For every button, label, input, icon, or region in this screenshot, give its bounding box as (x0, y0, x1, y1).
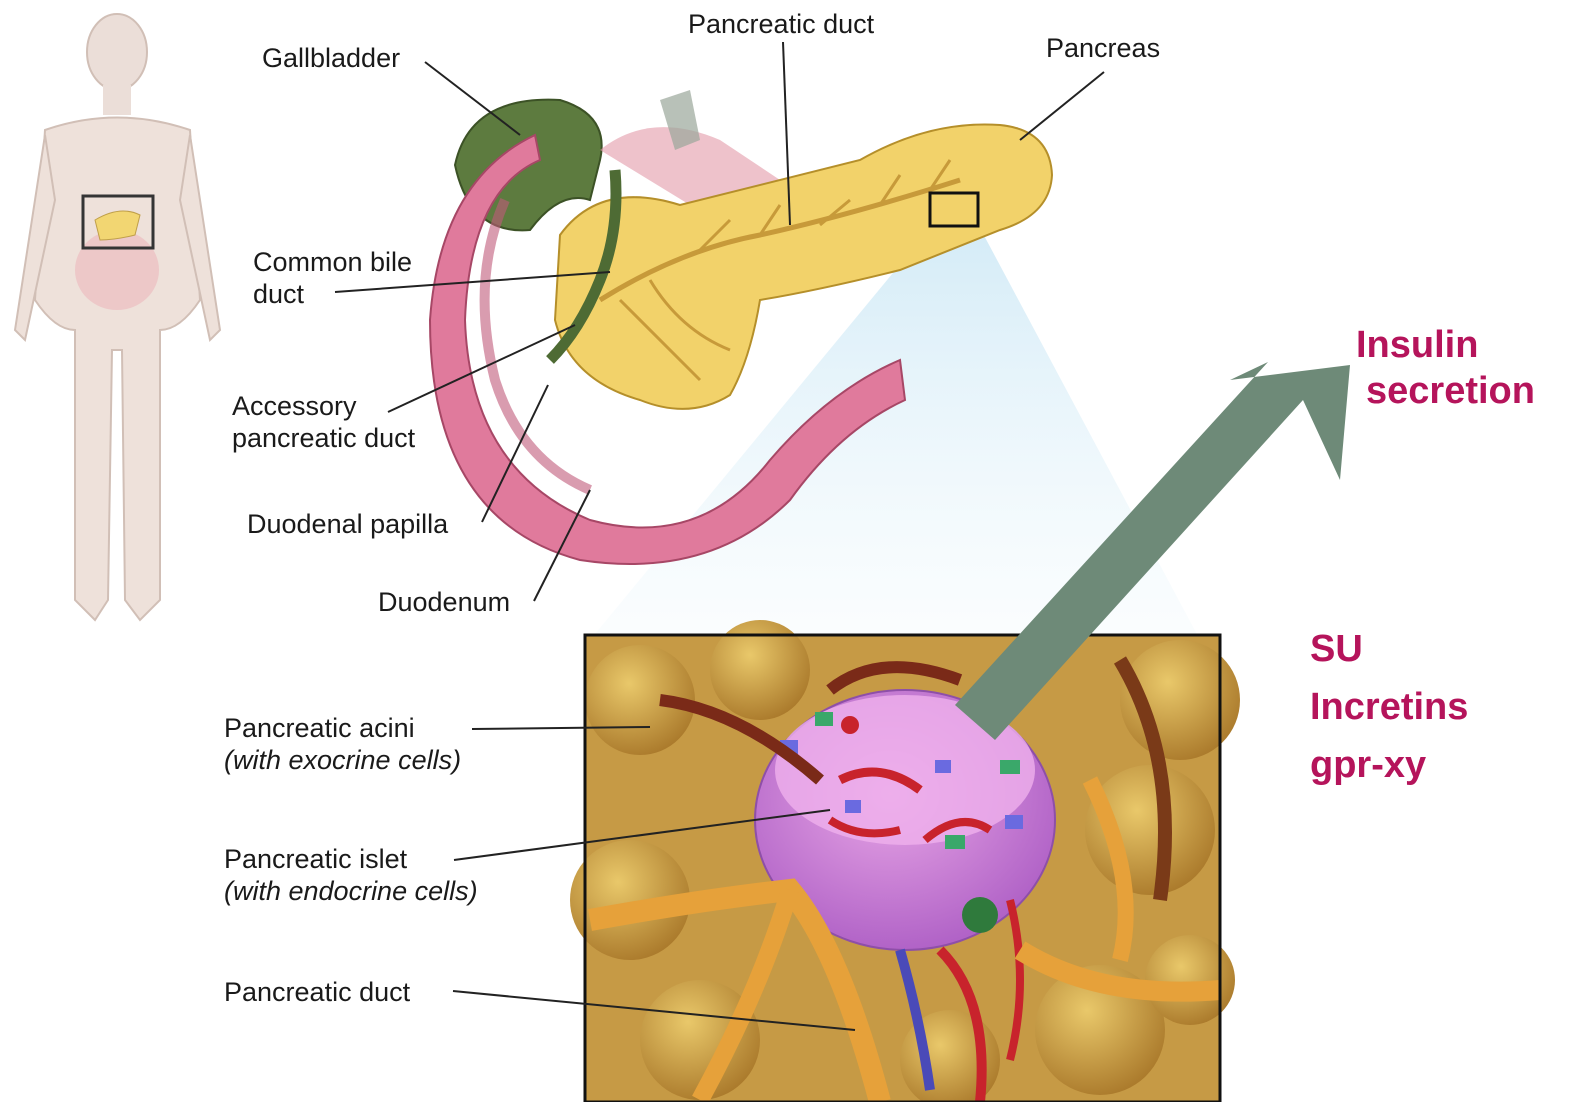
stimulus-item: SU (1310, 626, 1363, 672)
stimulus-item: gpr-xy (1310, 742, 1426, 788)
label-gallbladder: Gallbladder (262, 42, 400, 74)
stimulus-item: Incretins (1310, 684, 1468, 730)
label-duodenum: Duodenum (378, 586, 510, 618)
effect-secretion: secretion (1366, 368, 1535, 414)
label-islet-line2: (with endocrine cells) (224, 875, 478, 907)
label-common-bile-duct-line1: Common bile (253, 246, 412, 278)
label-islet-note: (with endocrine cells) (224, 876, 478, 906)
label-duodenal-papilla: Duodenal papilla (247, 508, 448, 540)
label-islet-line1: Pancreatic islet (224, 843, 407, 875)
label-pancreatic-duct-top: Pancreatic duct (688, 8, 874, 40)
islet-inset (570, 620, 1240, 1102)
label-acini-line2: (with exocrine cells) (224, 744, 461, 776)
human-body-figure (15, 14, 220, 620)
label-accessory-duct-line2: pancreatic duct (232, 422, 415, 454)
label-pancreas: Pancreas (1046, 32, 1160, 64)
label-acini-note: (with exocrine cells) (224, 745, 461, 775)
label-accessory-duct-line1: Accessory (232, 390, 357, 422)
label-common-bile-duct-line2: duct (253, 278, 304, 310)
label-acini-line1: Pancreatic acini (224, 712, 415, 744)
label-pancreatic-duct-bottom: Pancreatic duct (224, 976, 410, 1008)
effect-insulin: Insulin (1356, 322, 1478, 368)
